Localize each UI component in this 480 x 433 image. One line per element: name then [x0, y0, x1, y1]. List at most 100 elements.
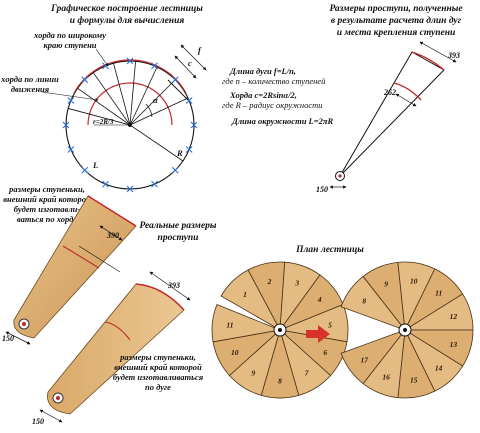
division-mark [126, 185, 134, 193]
radial-line [68, 108, 131, 126]
note1-line3: будет изготавли- [14, 204, 81, 214]
radial-line [77, 87, 131, 126]
tread-title-line1: Размеры проступи, полученные [329, 4, 463, 14]
division-mark [102, 180, 109, 188]
chord-c [167, 79, 189, 101]
formula-chord-note: где R – радиус окружности [222, 100, 323, 110]
label-R: R [176, 148, 183, 158]
dim-150a-line [5, 331, 31, 345]
division-mark [67, 146, 75, 153]
tread-wedge [339, 51, 445, 177]
plan-arrow-icon [306, 325, 330, 343]
formula-arc-note: где n – количество ступеней [222, 76, 326, 86]
plan-title: План лестницы [295, 245, 364, 255]
dim-c-line [174, 55, 197, 79]
dim-150b-line [39, 409, 63, 423]
tread-arc-hole-center [56, 396, 60, 400]
division-mark [62, 121, 70, 129]
construction-diagram: Графическое построение лестницы и формул… [0, 3, 207, 193]
dim-f-line [180, 44, 207, 71]
division-mark [151, 62, 158, 70]
plan-step-number: 14 [435, 363, 443, 372]
note1-line1: размеры ступеньки, [8, 184, 85, 194]
note2-line3: будет изготавливаться [113, 372, 204, 382]
plan-step-number: 6 [323, 348, 327, 357]
plan-step-number: 13 [450, 340, 458, 349]
plan-step-number: 15 [410, 376, 418, 385]
dim-150: 150 [316, 185, 328, 194]
plan-step-number: 5 [328, 321, 332, 330]
tread-arc-mid [104, 321, 131, 341]
division-mark [151, 180, 158, 188]
tread-chord-hole-center [22, 322, 26, 326]
label-L: L [92, 160, 98, 170]
division-mark [81, 76, 89, 84]
dim-262: 262 [383, 88, 396, 97]
plan-step-number: 8 [362, 296, 366, 305]
radius-R-line [129, 124, 184, 162]
tread-dimensions: Размеры проступи, полученные в результат… [316, 4, 463, 194]
label-alpha: α [153, 95, 158, 105]
radial-line [92, 72, 131, 126]
radial-line [129, 66, 158, 126]
plan-step-number: 9 [251, 369, 255, 378]
real-title-line2: проступи [158, 233, 199, 243]
note2-line2: внешний край которой [114, 362, 202, 372]
dim-262-line [395, 93, 417, 107]
tread-chord-mid [62, 245, 100, 269]
plan-step-number: 3 [294, 279, 299, 288]
radial-line [129, 79, 176, 126]
real-title-line1: Реальные размеры [139, 221, 216, 231]
chord-move-label-2: движения [11, 84, 50, 94]
alpha-arc [145, 103, 153, 118]
wide-edge-arc [73, 59, 187, 94]
plan-step-number: 9 [384, 279, 388, 288]
note1-line2: внешний край которой [3, 194, 91, 204]
note2-line4: по дуге [145, 382, 171, 392]
plan-step-number: 12 [450, 312, 458, 321]
division-mark [171, 166, 179, 174]
division-mark [185, 97, 193, 104]
chord-move-label-1: хорда по линии [0, 74, 59, 84]
label-f: f [198, 45, 202, 55]
radial-lines [68, 61, 189, 126]
tread-arc [47, 283, 185, 415]
plan-step-number: 2 [267, 277, 272, 286]
division-mark [67, 97, 75, 104]
dim-150b: 150 [32, 417, 44, 426]
radial-line [129, 97, 189, 126]
tread-mid-arc [393, 82, 422, 101]
plan-step-number: 8 [278, 376, 282, 385]
plan-center-dot [403, 328, 407, 332]
leader-wide-chord [95, 48, 109, 67]
tread-bolt-center [338, 174, 342, 178]
plan-step-number: 10 [410, 276, 418, 285]
construction-title-line1: Графическое построение лестницы [50, 3, 203, 14]
division-mark [81, 166, 89, 174]
label-r: r=2R/3 [93, 118, 114, 126]
chord-wide-label-1: хорда по широкому [33, 30, 106, 40]
plan-step-number: 11 [226, 321, 233, 330]
plan-step-number: 16 [382, 373, 390, 382]
center-point [128, 123, 132, 127]
division-mark [126, 57, 134, 65]
plan-step-number: 4 [317, 295, 322, 304]
division-marks [62, 57, 198, 193]
plan-center-dot [278, 328, 282, 332]
construction-title-line2: и формулы для вычисления [70, 15, 185, 26]
plan-step-number: 11 [435, 289, 442, 298]
plan-step-number: 1 [243, 290, 247, 299]
formula-chord: Хорда c=2Rsinα/2, [229, 90, 297, 100]
formula-circumference: Длина окружности L=2πR [231, 116, 333, 126]
plan-step [211, 304, 275, 343]
dim-393-line [419, 41, 457, 63]
note2-line1: размеры ступеньки, [119, 352, 196, 362]
formula-arc: Длина дуги f=L/n, [229, 66, 296, 76]
formulas: Длина дуги f=L/n, где n – количество сту… [222, 66, 333, 126]
tread-title-line2: в результате расчета длин дуг [331, 15, 462, 26]
dim-150a: 150 [2, 334, 14, 343]
plan-step-number: 7 [305, 369, 309, 378]
dim-393b-line [149, 271, 191, 301]
